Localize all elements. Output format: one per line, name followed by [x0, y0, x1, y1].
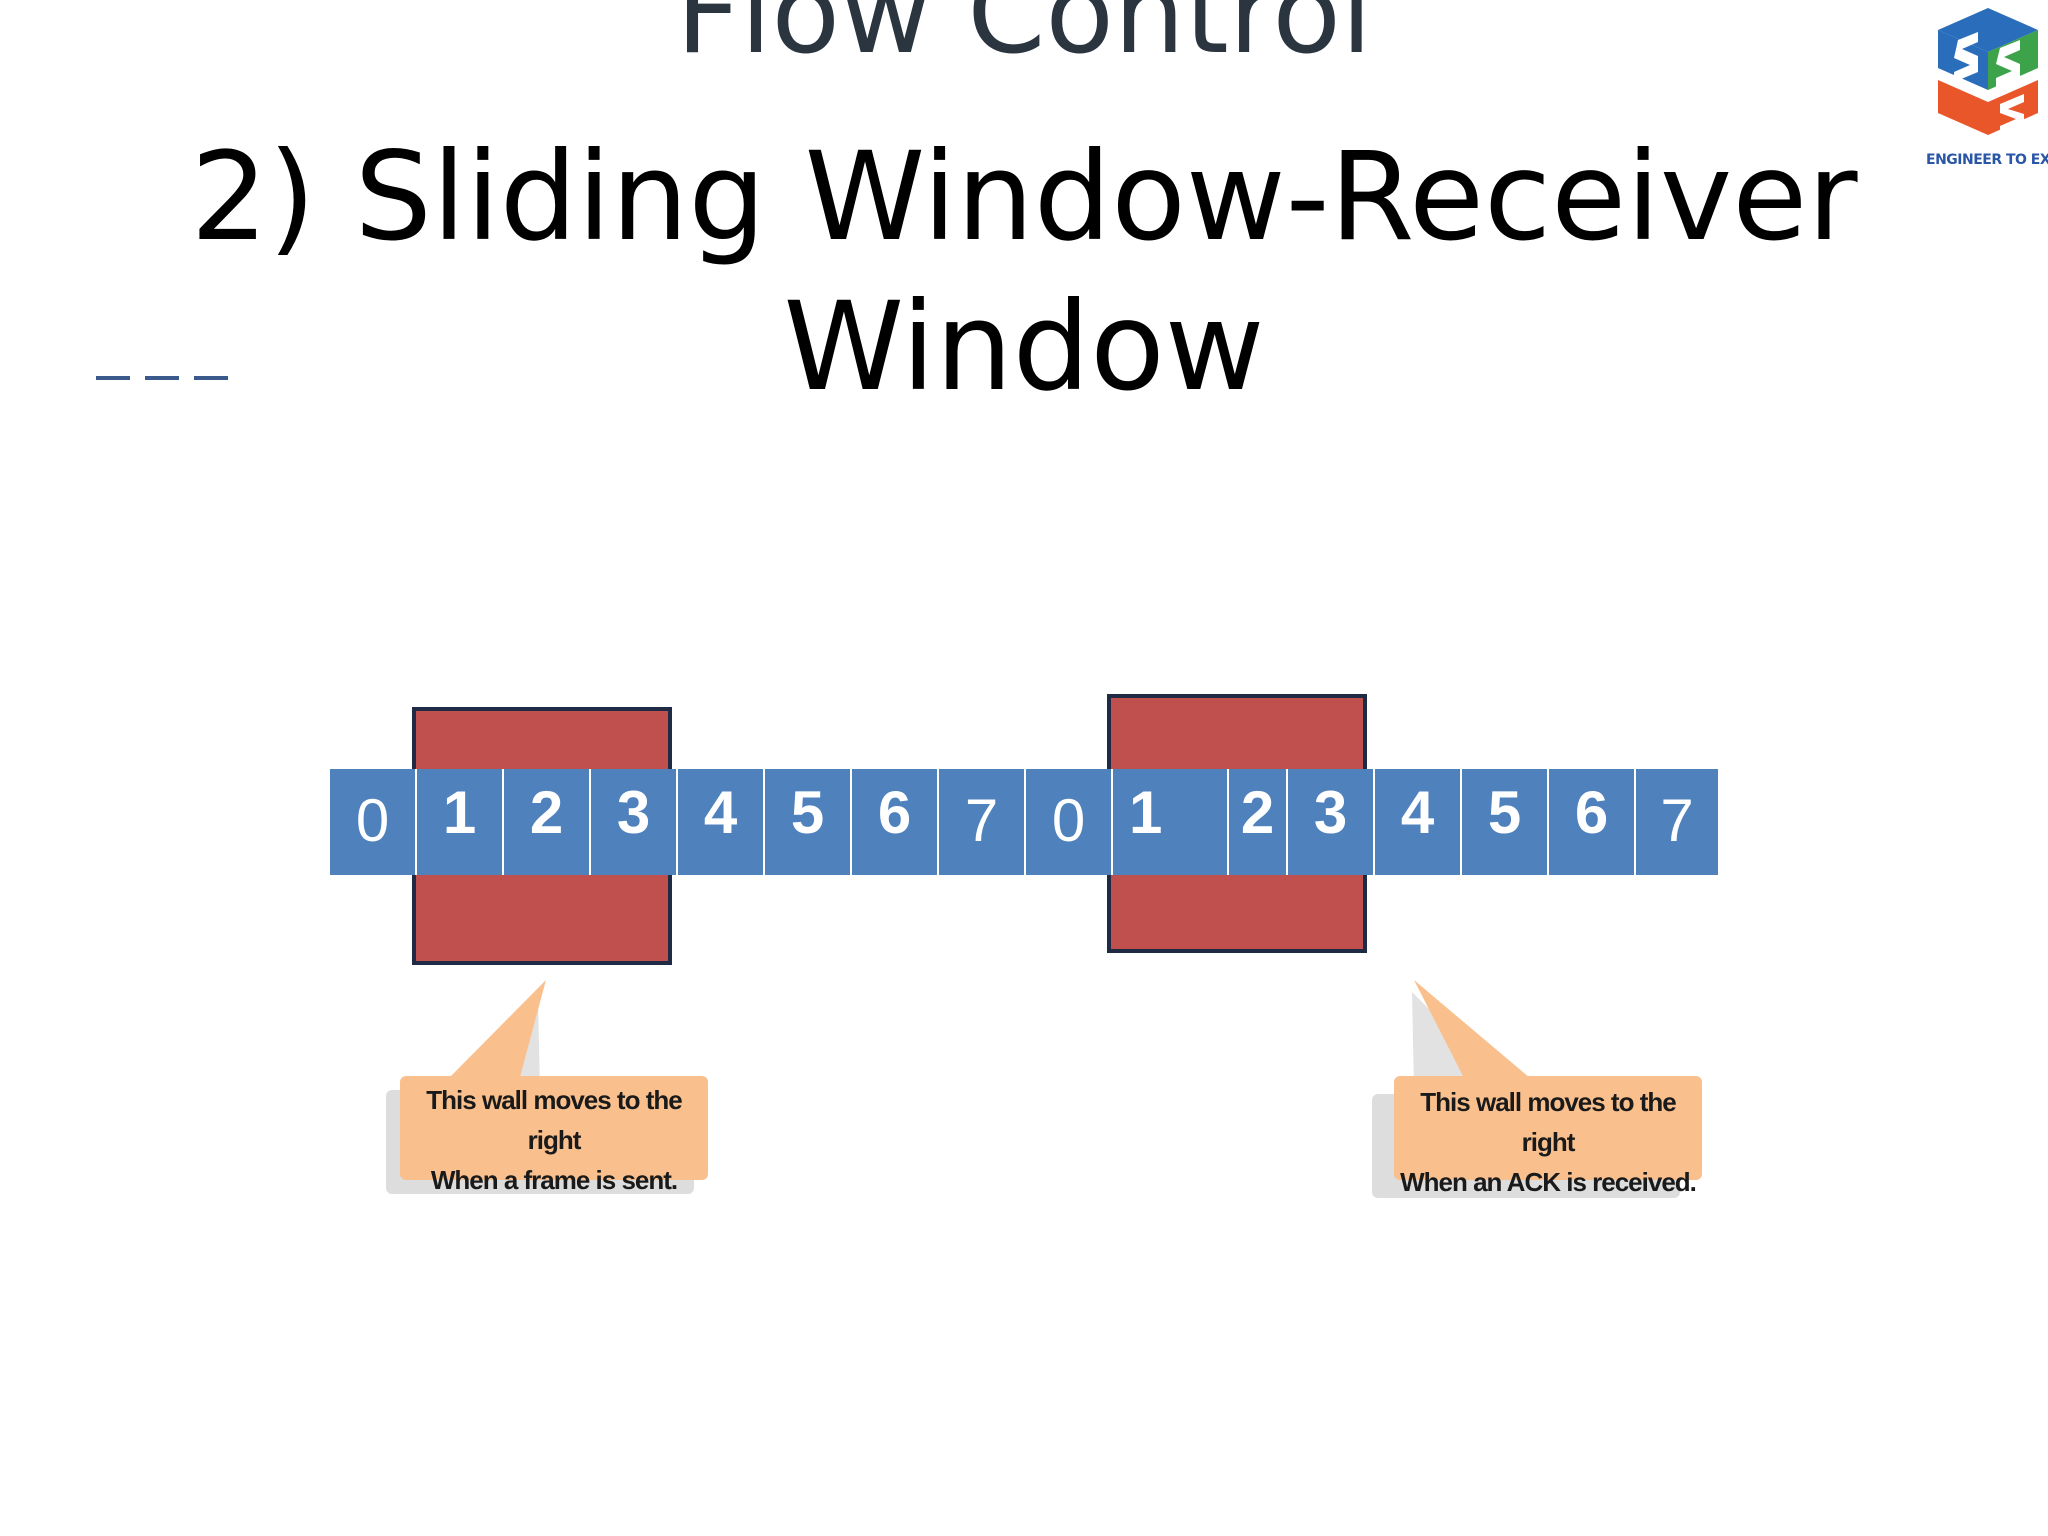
frame-number: 5	[790, 779, 825, 846]
frame-sequence: 0 1 2 3 4 5 6 7 0 1 2 3 4 5 6 7	[330, 769, 1718, 875]
frame-number: 7	[1660, 787, 1694, 854]
frame-number: 0	[1051, 787, 1086, 854]
callout-sender-line1: This wall moves to the right	[426, 1085, 682, 1155]
frame-cell: 4	[1373, 769, 1460, 875]
title-line-sliding-window: 2) Sliding Window-Receiver	[190, 126, 1858, 268]
frame-cell: 1	[1111, 769, 1227, 875]
frame-number: 0	[355, 787, 390, 854]
callout-receiver-line2: When an ACK is received.	[1400, 1167, 1697, 1197]
frame-cell: 7	[1634, 769, 1718, 875]
company-logo: ENGINEER TO EXCEL	[1918, 0, 2048, 175]
frame-number: 1	[442, 779, 477, 846]
callout-sender-wall: This wall moves to the right When a fram…	[370, 980, 720, 1210]
frame-cell: 3	[1286, 769, 1373, 875]
slide-title: 2) Sliding Window-Receiver Window	[0, 122, 2048, 422]
dashed-accent-line	[96, 376, 228, 380]
frame-cell: 0	[330, 769, 415, 875]
sender-window-wall-bottom	[412, 875, 672, 965]
frame-cell: 5	[763, 769, 850, 875]
frame-number: 7	[964, 787, 999, 854]
frame-number: 1	[1129, 779, 1163, 846]
frame-number: 3	[616, 779, 651, 846]
logo-icon	[1938, 8, 2038, 135]
receiver-window-wall-top	[1107, 694, 1367, 769]
callout-receiver-wall: This wall moves to the right When an ACK…	[1360, 980, 1710, 1210]
title-flow-control: Flow Control	[675, 0, 1373, 79]
frame-cell: 0	[1024, 769, 1111, 875]
frame-cell: 3	[589, 769, 676, 875]
frame-cell: 2	[502, 769, 589, 875]
frame-number: 3	[1313, 779, 1348, 846]
title-line-window: Window	[783, 276, 1265, 418]
frame-number: 4	[703, 779, 738, 846]
frame-cell: 2	[1227, 769, 1286, 875]
frame-cell: 7	[937, 769, 1024, 875]
frame-cell: 6	[1547, 769, 1634, 875]
frame-cell: 6	[850, 769, 937, 875]
callout-receiver-line1: This wall moves to the right	[1420, 1087, 1676, 1157]
callout-sender-line2: When a frame is sent.	[430, 1165, 678, 1195]
frame-number: 4	[1400, 779, 1435, 846]
frame-number: 2	[1240, 779, 1275, 846]
frame-number: 2	[529, 779, 564, 846]
frame-cell: 4	[676, 769, 763, 875]
frame-cell: 1	[415, 769, 502, 875]
logo-tagline: ENGINEER TO EXCEL	[1926, 152, 2048, 168]
frame-number: 5	[1487, 779, 1522, 846]
receiver-window-wall-bottom	[1107, 875, 1367, 953]
frame-cell: 5	[1460, 769, 1547, 875]
frame-number: 6	[1574, 779, 1609, 846]
frame-number: 6	[877, 779, 912, 846]
sender-window-wall-top	[412, 707, 672, 769]
